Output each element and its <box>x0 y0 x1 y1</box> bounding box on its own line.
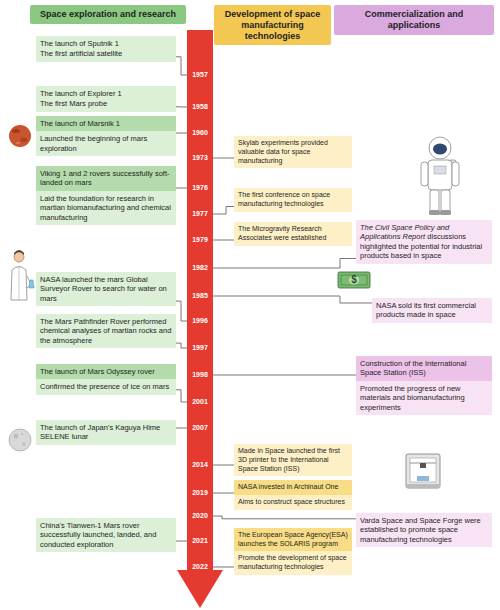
timeline-bar: 1957 1958 1960 1973 1976 1977 1979 1982 1985 1996… <box>187 30 213 608</box>
event-text: The first conference on space manufactur… <box>234 188 352 212</box>
event-box: The Mars Pathfinder Rover performed chem… <box>36 314 176 348</box>
leader-line <box>176 57 187 75</box>
event-text: Laid the foundation for research in mart… <box>36 191 176 225</box>
event-text: Launched the beginning of mars explorati… <box>36 131 176 156</box>
astronaut-icon <box>421 137 459 215</box>
year-label: 1998 <box>187 370 213 380</box>
year-label: 1979 <box>187 235 213 245</box>
event-text: Made in Space launched the first 3D prin… <box>234 444 352 476</box>
event-box: Construction of the International Space … <box>356 356 492 415</box>
event-heading: Construction of the International Space … <box>356 356 492 381</box>
mars-icon <box>9 125 31 147</box>
year-label: 2020 <box>187 511 213 521</box>
year-label: 2014 <box>187 460 213 470</box>
year-label: 1976 <box>187 183 213 193</box>
event-box: Viking 1 and 2 rovers successfully soft-… <box>36 166 176 225</box>
event-text: Confirmed the presence of ice on mars <box>36 379 176 394</box>
event-box: The Civil Space Policy and Applications … <box>356 220 492 264</box>
leader-line <box>213 240 234 241</box>
column-header: Commercialization and applications <box>334 5 494 35</box>
event-box: The launch of Explorer 1The first Mars p… <box>36 86 176 112</box>
column-header: Space exploration and research <box>30 5 186 24</box>
money-icon <box>338 272 370 288</box>
event-box: Skylab experiments provided valuable dat… <box>234 136 352 168</box>
event-box: NASA launched the mars Global Surveyor R… <box>36 272 176 306</box>
event-text: NASA sold its first commercial products … <box>372 298 492 323</box>
event-box: The launch of Marsnik 1Launched the begi… <box>36 116 176 156</box>
year-label: 1982 <box>187 263 213 273</box>
event-text: The launch of Sputnik 1 <box>36 36 176 49</box>
event-heading: The launch of Marsnik 1 <box>36 116 176 131</box>
event-box: NASA invested in Archinaut OneAims to co… <box>234 480 352 510</box>
leader-line <box>213 259 356 269</box>
event-text: The first artificial satellite <box>36 49 176 61</box>
year-label: 1960 <box>187 128 213 138</box>
event-paragraph: The Civil Space Policy and Applications … <box>356 220 492 264</box>
leader-line <box>213 375 356 376</box>
year-label: 1996 <box>187 316 213 326</box>
year-label: 2001 <box>187 397 213 407</box>
event-text: The Mars Pathfinder Rover performed chem… <box>36 314 176 348</box>
event-box: Made in Space launched the first 3D prin… <box>234 444 352 476</box>
event-box: The launch of Sputnik 1The first artific… <box>36 36 176 62</box>
leader-line <box>213 207 234 215</box>
event-text: China's Tianwen-1 Mars rover successfull… <box>36 518 176 552</box>
event-text: NASA launched the mars Global Surveyor R… <box>36 272 176 306</box>
event-box: NASA sold its first commercial products … <box>372 298 492 323</box>
event-text: Varda Space and Space Forge were establi… <box>356 513 492 547</box>
event-heading: The European Space Agency(ESA) launches … <box>234 528 352 552</box>
header-text: Development of space manufacturing techn… <box>219 9 326 41</box>
column-header: Development of space manufacturing techn… <box>214 5 331 45</box>
header-text: Commercialization and applications <box>339 9 489 31</box>
year-label: 1957 <box>187 70 213 80</box>
event-text: Promote the development of space manufac… <box>234 551 352 575</box>
leader-line <box>213 493 234 494</box>
event-box: The European Space Agency(ESA) launches … <box>234 528 352 575</box>
printer-icon <box>406 454 440 488</box>
year-label: 1985 <box>187 291 213 301</box>
leader-line <box>213 296 372 303</box>
leader-line <box>213 567 234 568</box>
leader-line <box>176 428 187 429</box>
event-text: The launch of Explorer 1 <box>36 86 176 99</box>
year-label: 2021 <box>187 536 213 546</box>
leader-line <box>176 188 187 189</box>
header-text: Space exploration and research <box>35 9 181 20</box>
event-text: Skylab experiments provided valuable dat… <box>234 136 352 168</box>
event-box: China's Tianwen-1 Mars rover successfull… <box>36 518 176 552</box>
year-label: 1997 <box>187 343 213 353</box>
event-heading: NASA invested in Archinaut One <box>234 480 352 495</box>
event-text: Aims to construct space structures <box>234 495 352 510</box>
year-label: 1977 <box>187 209 213 219</box>
leader-line <box>213 465 234 466</box>
leader-line <box>213 158 234 159</box>
year-label: 2019 <box>187 488 213 498</box>
event-heading: Viking 1 and 2 rovers successfully soft-… <box>36 166 176 191</box>
moon-icon <box>9 429 31 451</box>
event-box: The Microgravity Research Associates wer… <box>234 222 352 246</box>
event-box: The launch of Japan's Kaguya Hime SELENE… <box>36 420 176 445</box>
year-label: 2007 <box>187 423 213 433</box>
leader-line <box>176 541 187 542</box>
leader-line <box>176 301 187 321</box>
scientist-icon <box>11 250 34 300</box>
leader-line <box>176 390 187 402</box>
currency-symbol: $ <box>338 272 370 288</box>
event-box: Varda Space and Space Forge were establi… <box>356 513 492 547</box>
event-text: The first Mars probe <box>36 99 176 111</box>
year-label: 2022 <box>187 562 213 572</box>
leader-line <box>176 106 187 107</box>
leader-line <box>176 343 187 348</box>
event-text: The launch of Japan's Kaguya Hime SELENE… <box>36 420 176 445</box>
event-box: The first conference on space manufactur… <box>234 188 352 212</box>
year-label: 1973 <box>187 153 213 163</box>
event-box: The launch of Mars Odyssey roverConfirme… <box>36 364 176 395</box>
event-heading: The launch of Mars Odyssey rover <box>36 364 176 379</box>
leader-line <box>176 133 187 134</box>
event-text: The Microgravity Research Associates wer… <box>234 222 352 246</box>
year-label: 1958 <box>187 102 213 112</box>
event-text: Promoted the progress of new materials a… <box>356 381 492 415</box>
leader-line <box>213 516 356 519</box>
